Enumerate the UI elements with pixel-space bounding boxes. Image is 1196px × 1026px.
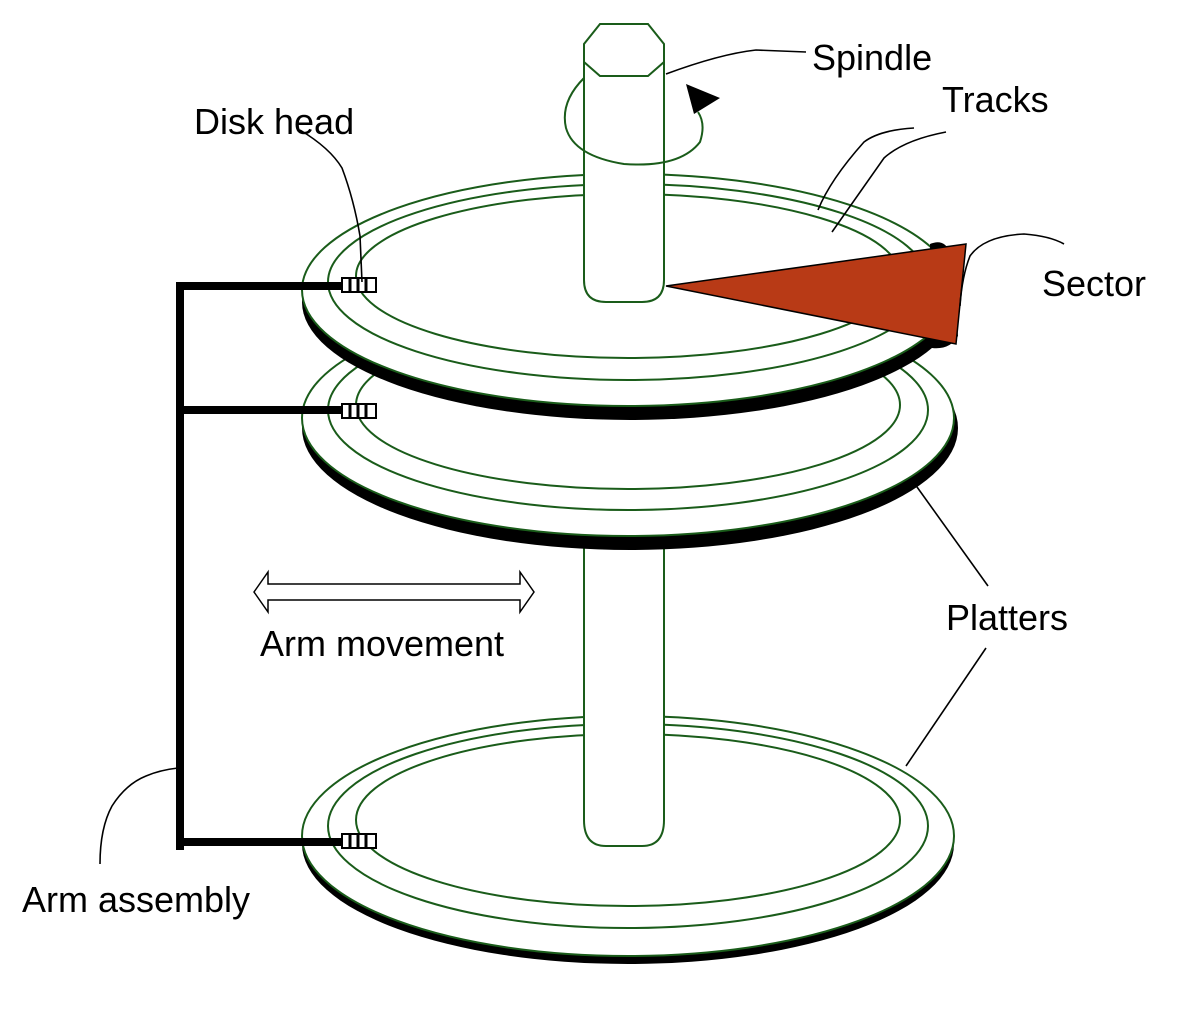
label-arm-assembly: Arm assembly [22,879,250,920]
spindle-lower-body [583,545,665,847]
arm-assembly [176,277,377,850]
leader-platters-1 [911,479,989,587]
disk-head-bottom [341,833,377,849]
spindle-upper [563,23,720,303]
leader-tracks-2 [831,131,947,233]
spindle-rotation-arrow-icon [686,84,720,114]
spindle-rotation-curve [563,77,704,166]
disk-head-top [341,277,377,293]
leader-tracks-1 [817,127,915,211]
label-tracks: Tracks [942,79,1049,120]
leader-platters-2 [905,647,987,767]
label-spindle: Spindle [812,37,932,78]
spindle-top-cap [583,23,665,77]
leader-disk-head [299,129,363,283]
leader-arm-assembly [99,767,179,865]
disk-head-middle [341,403,377,419]
leader-spindle [665,49,807,75]
arm-movement-arrow-icon [253,569,535,615]
spindle-lower [583,545,665,847]
spindle-upper-body [583,61,665,303]
label-sector: Sector [1042,263,1146,304]
label-platters: Platters [946,597,1068,638]
label-disk-head: Disk head [194,101,354,142]
leader-sector [959,233,1065,307]
label-arm-movement: Arm movement [260,623,504,664]
